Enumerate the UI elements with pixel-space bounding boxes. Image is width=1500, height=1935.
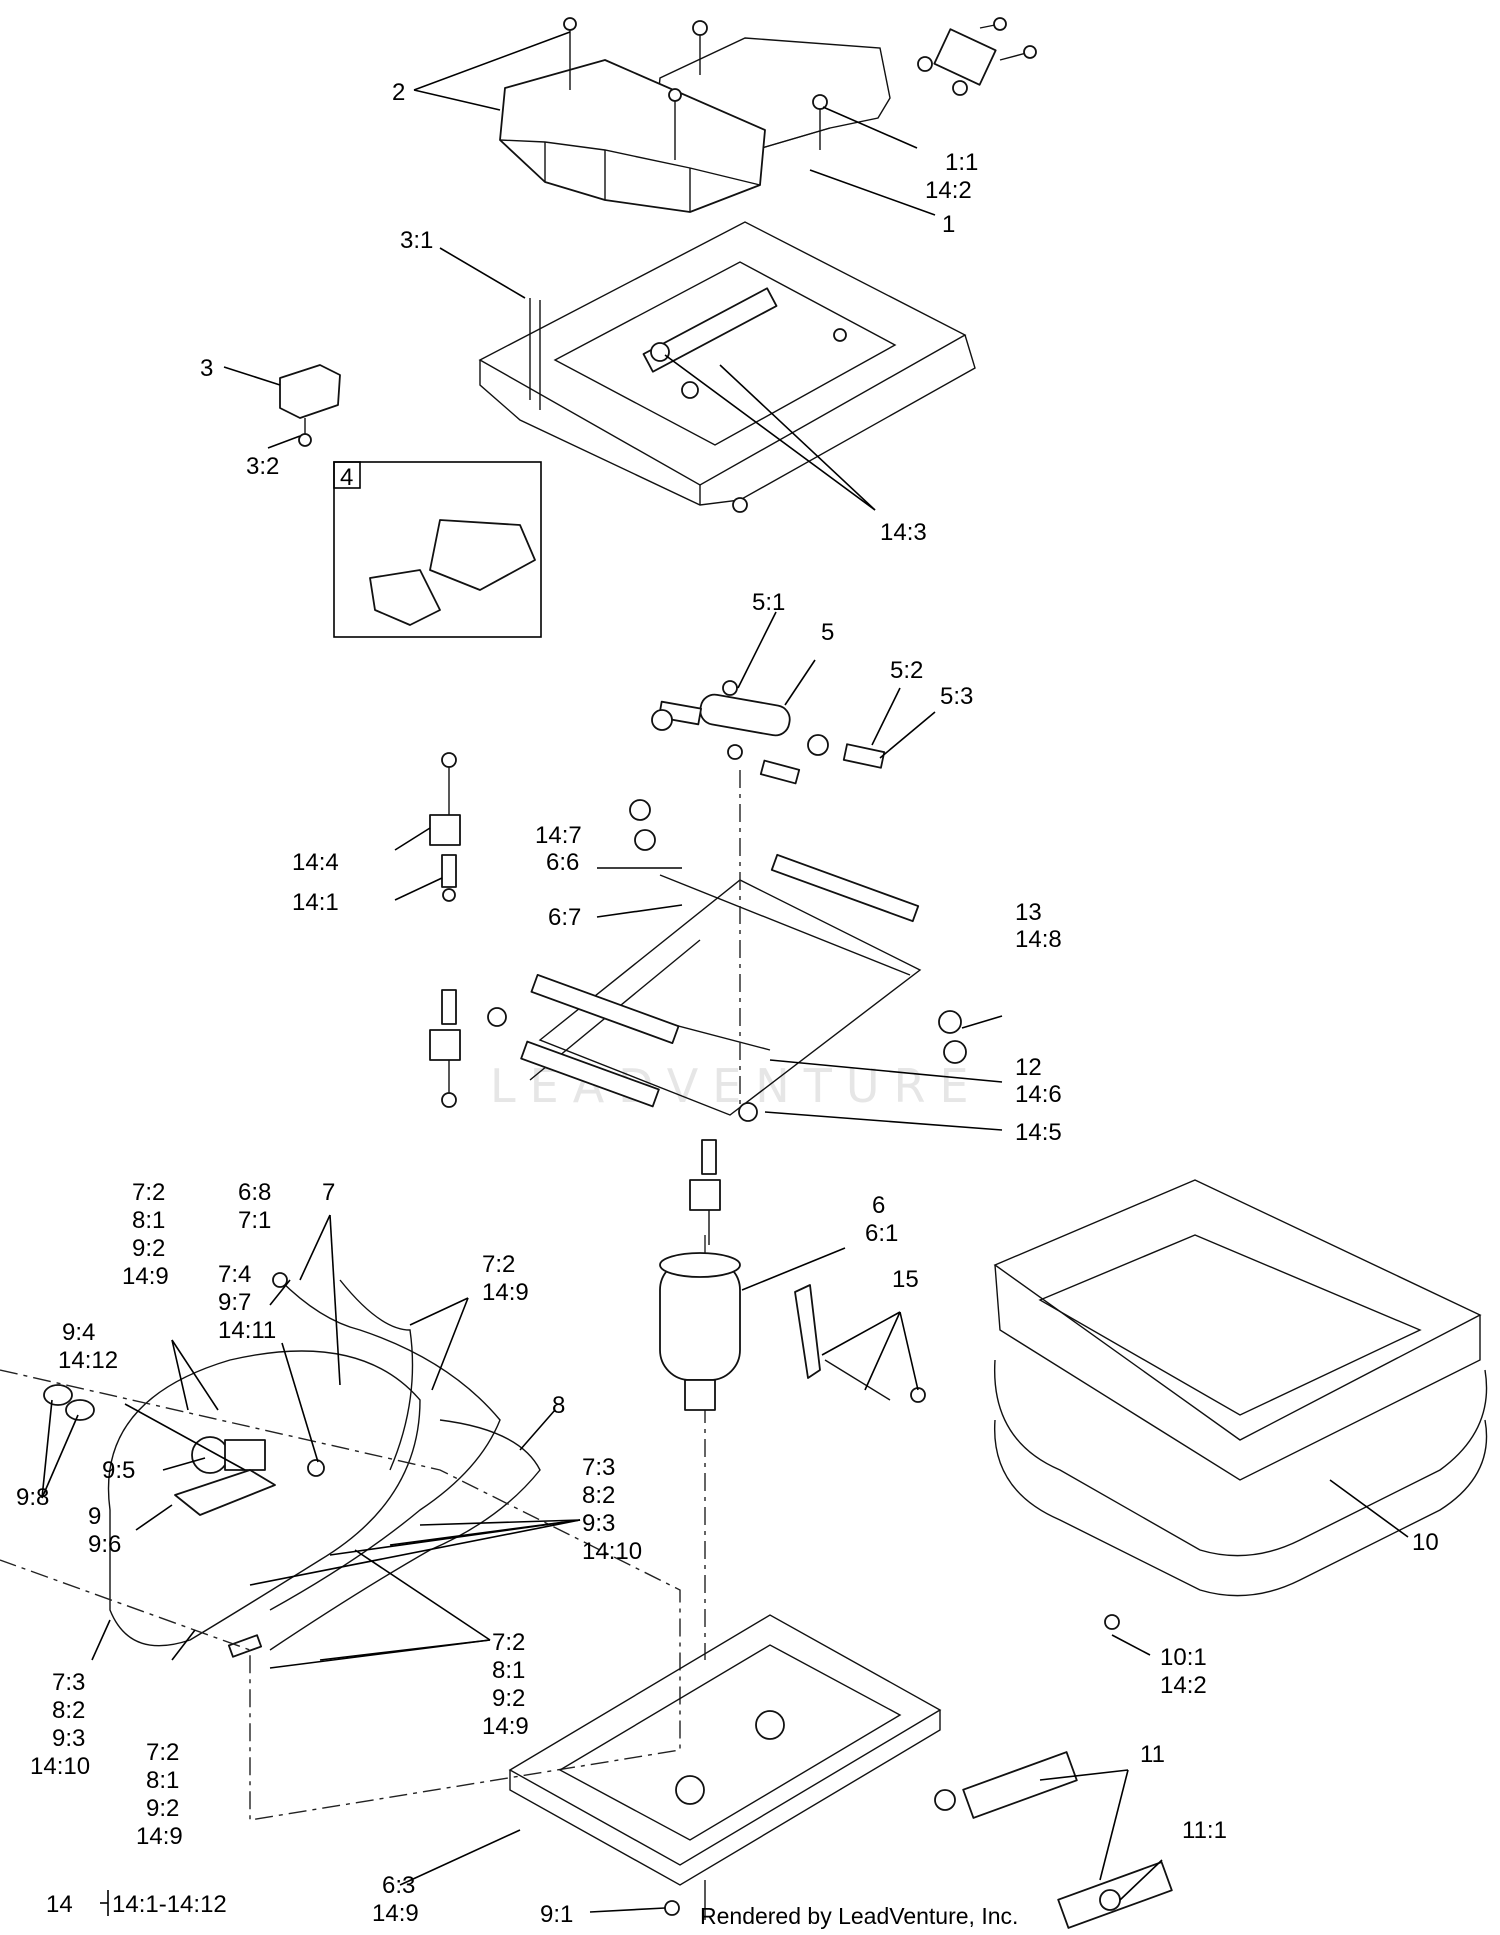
callout-8: 8	[552, 1392, 565, 1419]
footer-kit-range: 14:1-14:12	[112, 1891, 227, 1918]
callout-7: 7	[322, 1179, 335, 1206]
harness-bounding-dashed	[0, 1369, 681, 1821]
callout-14-5: 14:5	[1015, 1119, 1062, 1146]
mount-block-center	[689, 1139, 721, 1245]
callout-1: 1	[942, 211, 955, 238]
part-3-switch	[279, 364, 341, 447]
callout-5-1: 5:1	[752, 589, 785, 616]
footer-kit-item: 14	[46, 1891, 73, 1918]
callout-3-1: 3:1	[400, 227, 433, 254]
callout-6-7: 6:7	[548, 904, 581, 931]
seat-slide-frame	[478, 221, 976, 513]
mount-blocks-left	[429, 752, 461, 1108]
callout-14-4: 14:4	[292, 849, 339, 876]
callout-9-5: 9:5	[102, 1457, 135, 1484]
callout-9-8: 9:8	[16, 1484, 49, 1511]
part-6-air-spring	[659, 1252, 741, 1411]
bracket-bolts-top-right	[917, 17, 1037, 96]
callout-5: 5	[821, 619, 834, 646]
callout-14-1: 14:1	[292, 889, 339, 916]
scissor-mechanism	[487, 799, 967, 1122]
callout-5-2: 5:2	[890, 657, 923, 684]
part-15-bracket	[794, 1284, 926, 1403]
part-4-inset-box	[333, 461, 542, 638]
leader-lines	[41, 31, 1409, 1916]
callout-14-3: 14:3	[880, 519, 927, 546]
footer-kit-note: 14 14:1-14:12	[46, 1891, 227, 1918]
wiring-harness	[43, 1272, 541, 1658]
callout-11-1: 11:1	[1182, 1817, 1227, 1844]
part-2-cushion	[499, 17, 828, 213]
credit-text: Rendered by LeadVenture, Inc.	[700, 1903, 1018, 1929]
callout-15: 15	[892, 1266, 919, 1293]
callout-5-3: 5:3	[940, 683, 973, 710]
callout-2: 2	[392, 79, 405, 106]
callout-3-2: 3:2	[246, 453, 279, 480]
part-10-bellows	[993, 1179, 1488, 1630]
callout-10: 10	[1412, 1529, 1439, 1556]
callout-11: 11	[1140, 1741, 1165, 1768]
callout-3: 3	[200, 355, 213, 382]
part-5-shock	[651, 680, 886, 785]
callout-4: 4	[340, 464, 353, 491]
callout-9-1: 9:1	[540, 1901, 573, 1928]
